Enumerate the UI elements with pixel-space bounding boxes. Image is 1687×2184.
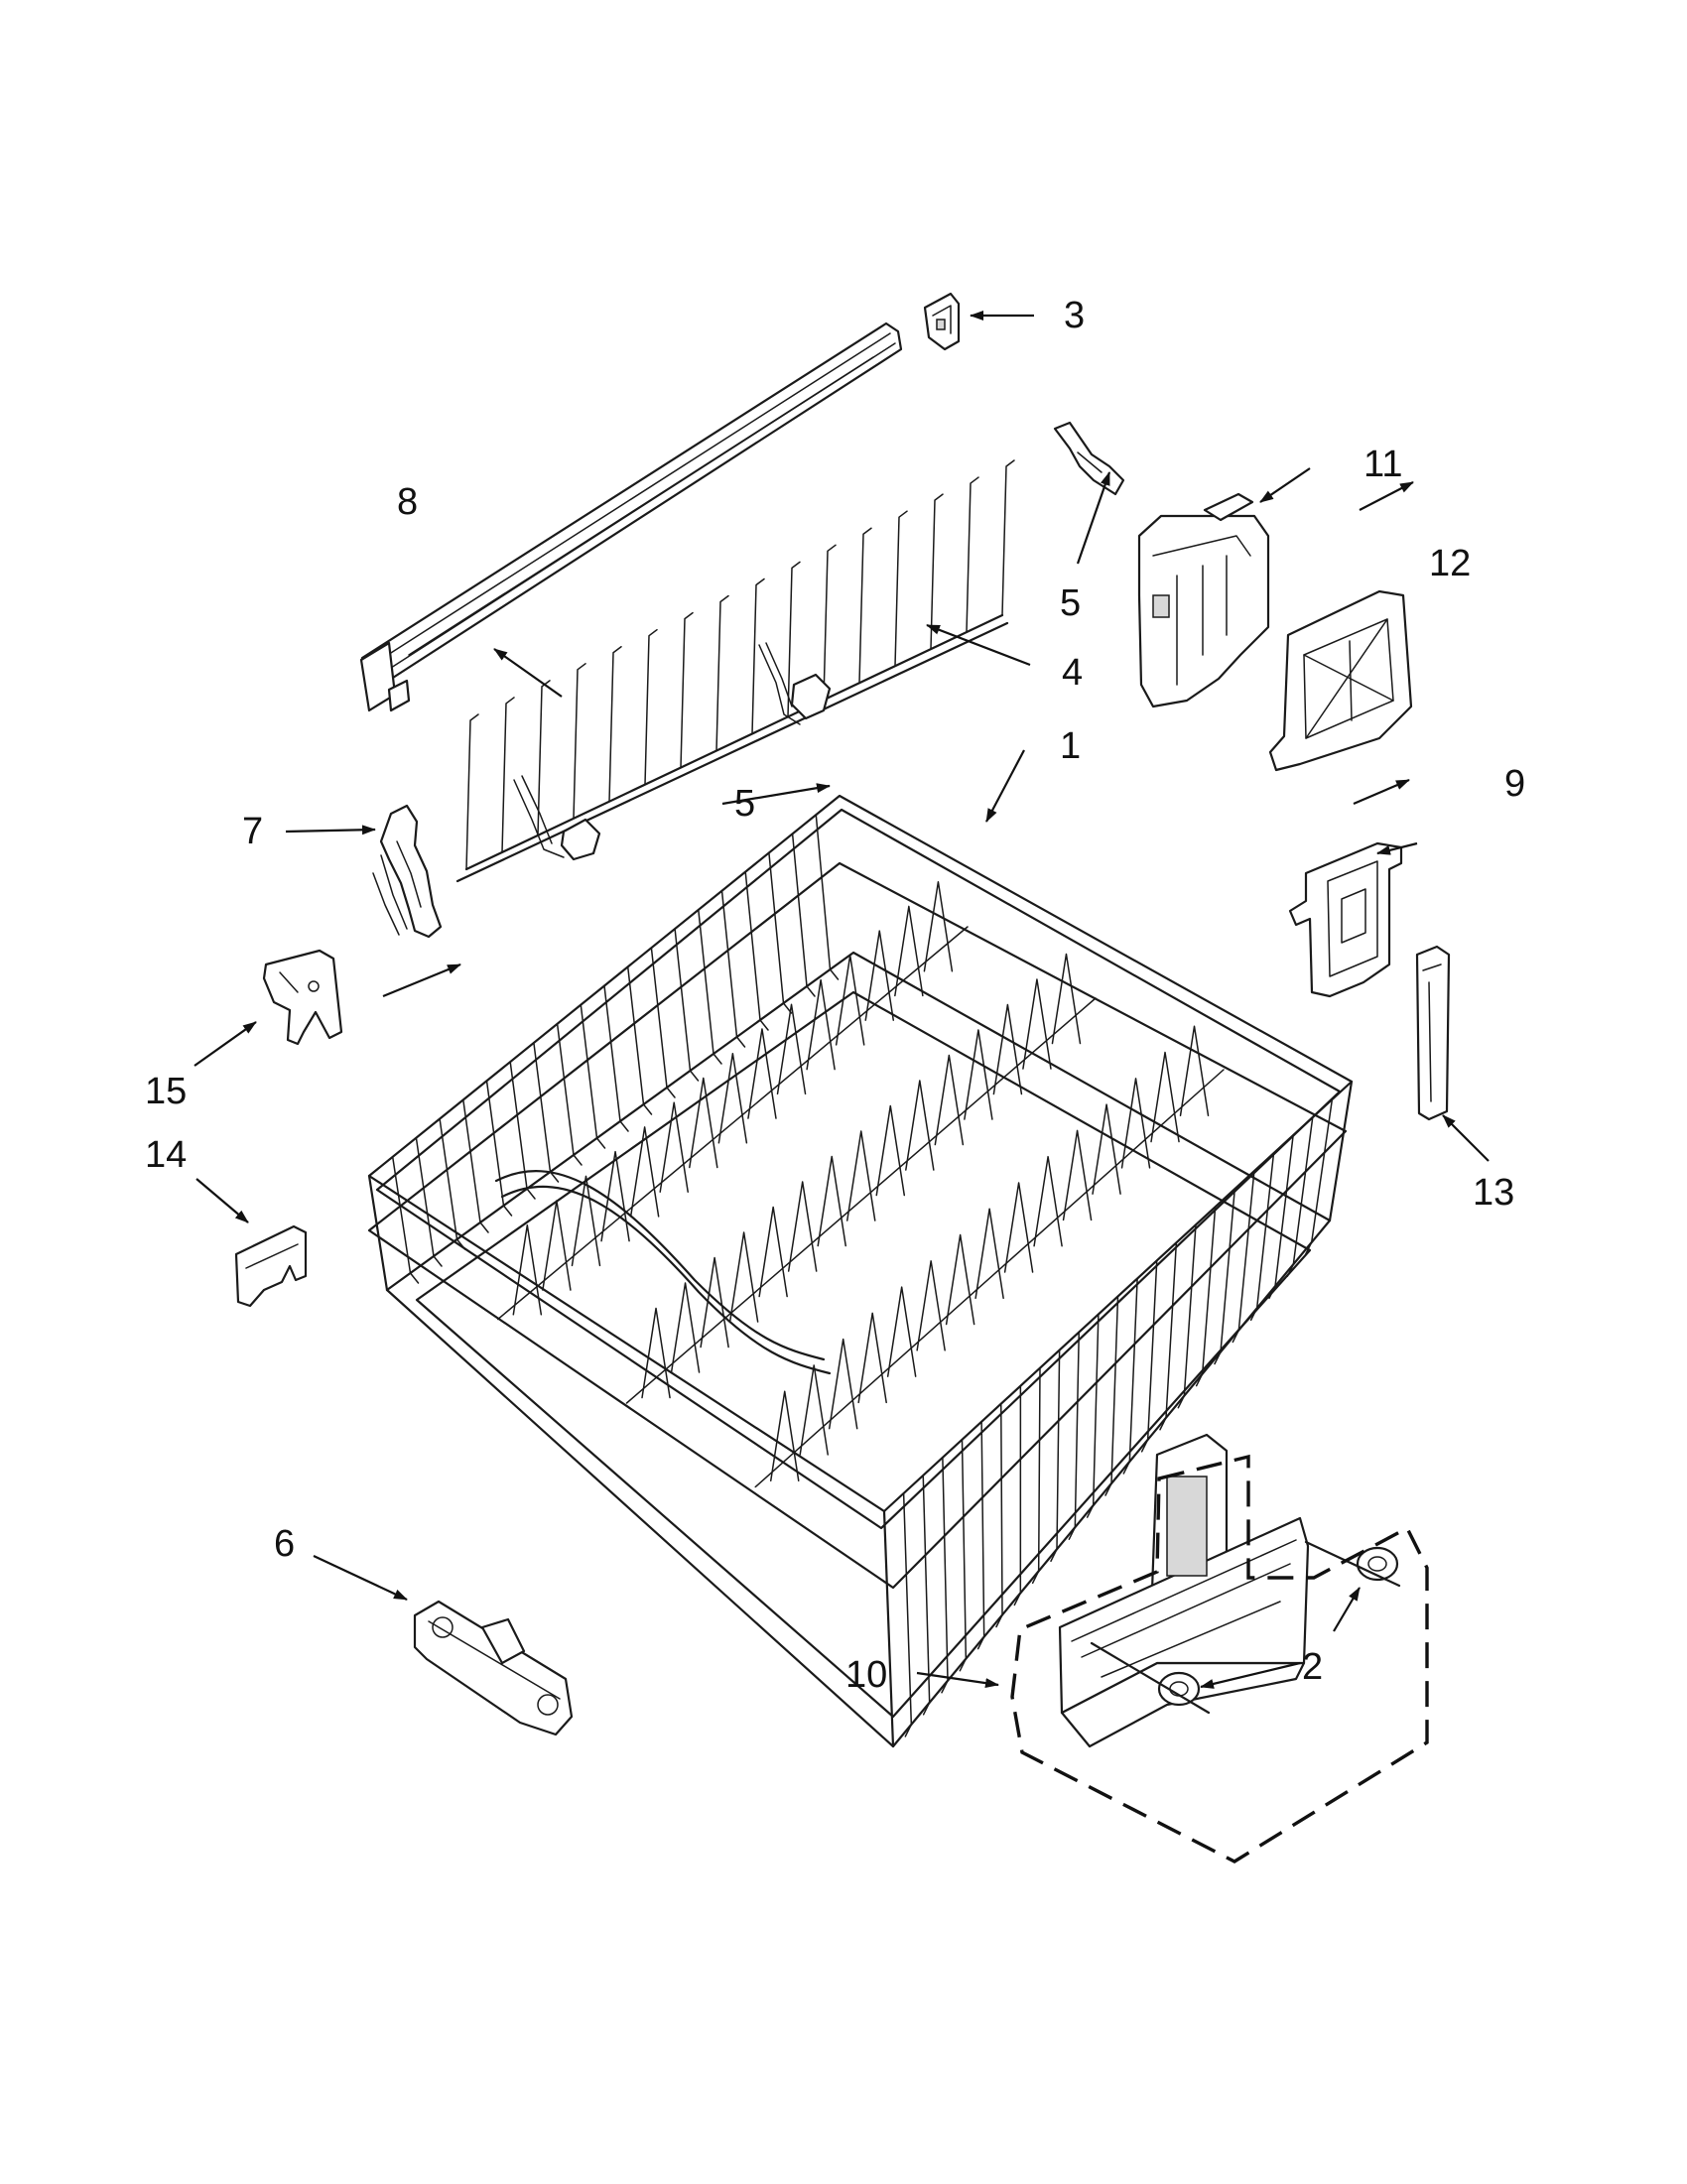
part-13-clip <box>1415 945 1451 1121</box>
callout-6: 6 <box>274 1523 295 1565</box>
callout-1: 1 <box>1060 725 1081 767</box>
callout-5-lower: 5 <box>734 783 755 825</box>
part-2-wheel-lower <box>1090 1641 1211 1715</box>
leader-lines <box>194 311 1490 1689</box>
callout-4: 4 <box>1062 652 1083 694</box>
part-8-rack-rail <box>359 321 903 712</box>
callout-11: 11 <box>1363 444 1402 485</box>
callout-3: 3 <box>1064 295 1085 336</box>
callout-7: 7 <box>242 811 263 852</box>
callout-14: 14 <box>145 1134 187 1176</box>
callout-9: 9 <box>1504 763 1525 805</box>
callout-8: 8 <box>397 481 418 523</box>
part-11-bracket <box>1137 492 1270 708</box>
callout-15: 15 <box>145 1071 187 1112</box>
callout-5-upper: 5 <box>1060 582 1081 624</box>
callout-10: 10 <box>845 1654 887 1696</box>
part-6-bracket <box>413 1600 574 1736</box>
callout-2: 2 <box>1302 1646 1323 1688</box>
part-5-clip-lower <box>513 775 601 861</box>
callout-12: 12 <box>1429 543 1471 584</box>
callout-13: 13 <box>1473 1172 1514 1214</box>
part-5-clip-upper <box>1053 421 1125 496</box>
part-5-clip-middle <box>758 642 832 725</box>
part-1-dish-rack <box>367 794 1354 1748</box>
part-15-clip <box>262 949 343 1046</box>
assembly-group-outline <box>1010 1454 1429 1863</box>
part-7-clip <box>372 804 443 939</box>
callout-labels: 1 2 3 4 5 5 6 7 8 9 10 11 12 13 14 15 <box>145 295 1525 1696</box>
part-14-clip <box>234 1224 308 1308</box>
part-10-adjuster-assembly <box>1058 1433 1310 1748</box>
part-4-tine-row <box>455 459 1015 883</box>
part-3-end-clip <box>923 292 961 351</box>
part-2-wheel-upper <box>1304 1540 1401 1588</box>
part-12-cover <box>1268 589 1413 772</box>
part-9-bracket <box>1288 841 1403 998</box>
